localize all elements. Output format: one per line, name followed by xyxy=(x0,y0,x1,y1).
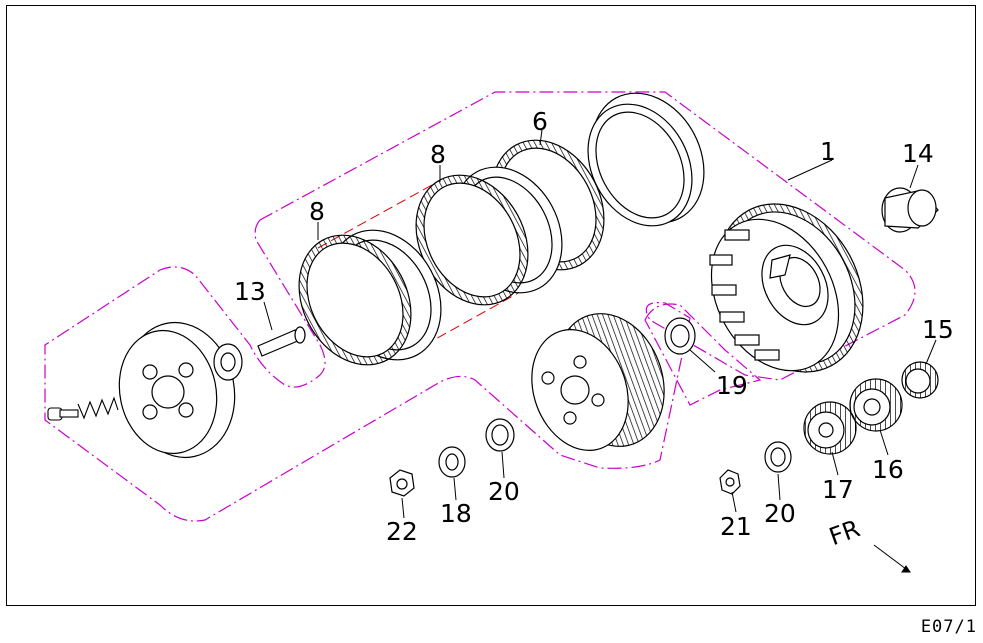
callout-18: 18 xyxy=(440,499,472,528)
part-pressure-plate xyxy=(118,321,236,459)
callout-21: 21 xyxy=(720,512,752,541)
callout-8-b: 8 xyxy=(309,197,325,226)
callout-8-a: 8 xyxy=(430,140,446,169)
callout-1: 1 xyxy=(820,137,836,166)
callout-labels: 1 6 8 8 13 14 15 16 17 18 19 20 20 21 22… xyxy=(234,107,954,551)
part-bearing xyxy=(213,326,306,381)
callout-6: 6 xyxy=(532,107,548,136)
callout-17: 17 xyxy=(822,475,854,504)
callout-16: 16 xyxy=(872,455,904,484)
page-code: E07/1 xyxy=(920,617,977,637)
callout-20-a: 20 xyxy=(488,477,520,506)
callout-19: 19 xyxy=(716,371,748,400)
part-gears xyxy=(803,361,939,455)
part-spring-bolt xyxy=(47,396,119,421)
part-pressure-ring xyxy=(587,92,705,227)
group-outline-inner xyxy=(644,303,762,406)
part-bush xyxy=(881,187,939,233)
part-clutch-hub xyxy=(531,313,665,451)
callout-22: 22 xyxy=(386,517,418,546)
part-friction-plates xyxy=(298,139,605,366)
part-washers-nuts xyxy=(389,317,792,497)
callout-15: 15 xyxy=(922,315,954,344)
callout-13: 13 xyxy=(234,277,266,306)
direction-label: FR xyxy=(825,514,863,551)
leader-lines xyxy=(263,129,937,573)
callout-14: 14 xyxy=(902,139,934,168)
callout-20-b: 20 xyxy=(764,499,796,528)
part-clutch-basket xyxy=(709,203,864,373)
drawing-frame xyxy=(6,5,976,606)
group-outline-main xyxy=(44,91,916,522)
